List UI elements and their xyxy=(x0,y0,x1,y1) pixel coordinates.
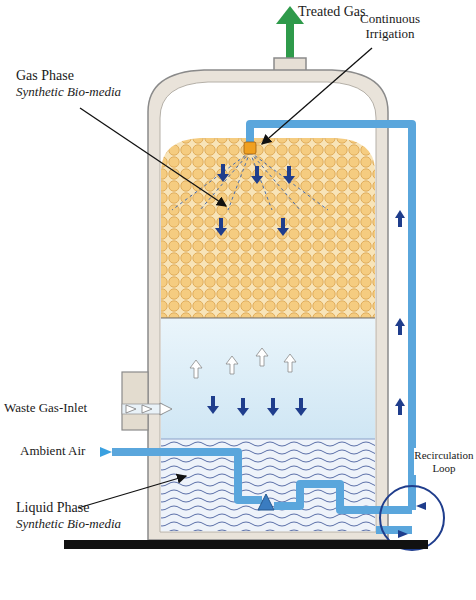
inlet-arrows xyxy=(126,403,172,415)
irrigation-label: Continuous Irrigation xyxy=(334,12,446,42)
piping xyxy=(112,124,412,530)
gas-space xyxy=(161,319,375,439)
inlet-pipe xyxy=(122,404,162,414)
recirculation-arrows xyxy=(395,210,405,415)
packing-bed xyxy=(161,138,375,318)
loop-arrow xyxy=(416,502,426,510)
outlet-arrow xyxy=(286,22,294,62)
loop-arrow xyxy=(398,530,408,538)
media-label: Synthetic Bio-media xyxy=(16,517,146,532)
sump-label: Liquid Phase xyxy=(16,500,146,516)
inlet-label: Waste Gas-Inlet xyxy=(4,401,120,416)
liquid-flow-arrows xyxy=(207,164,307,416)
loop-label: Recirculation Loop xyxy=(414,448,474,475)
liquid-surface xyxy=(161,439,375,440)
inlet-nozzle xyxy=(122,372,148,430)
pump xyxy=(258,494,274,510)
spray-lines xyxy=(172,152,328,210)
vessel-chamber xyxy=(160,82,376,532)
bed-label: Gas Phase xyxy=(16,68,146,84)
support-plate xyxy=(161,317,375,318)
air-label: Ambient Air xyxy=(20,444,100,459)
air-arrowhead xyxy=(100,447,112,457)
media-label: Synthetic Bio-media xyxy=(16,85,146,100)
spray-nozzle xyxy=(244,142,256,154)
base-plate xyxy=(64,540,428,549)
vessel-shell xyxy=(148,70,388,540)
gas-flow-arrows xyxy=(190,348,296,378)
leader-lines xyxy=(78,48,372,508)
